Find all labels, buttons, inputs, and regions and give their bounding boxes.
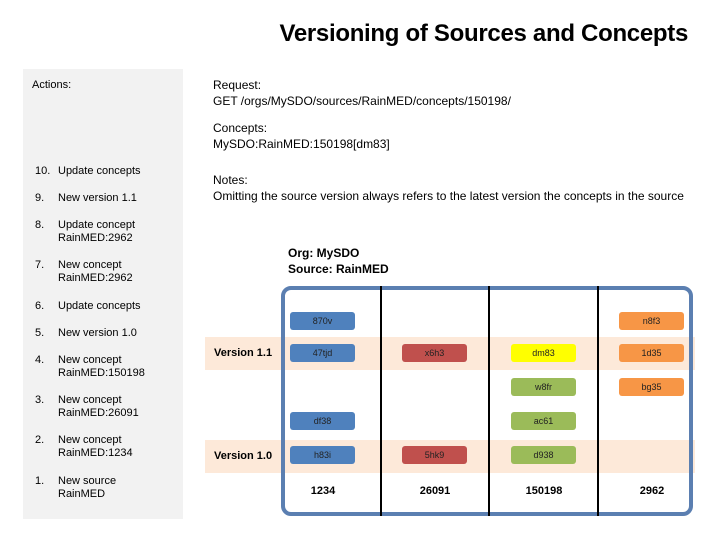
concept-version-box[interactable]: df38 bbox=[290, 412, 355, 430]
concept-id-label: 150198 bbox=[525, 485, 563, 497]
action-text: New version 1.0 bbox=[58, 327, 137, 339]
source-line: Source: RainMED bbox=[288, 262, 389, 276]
column-divider bbox=[597, 286, 599, 516]
column-divider bbox=[380, 286, 382, 516]
concept-version-box[interactable]: 47tjd bbox=[290, 344, 355, 362]
concept-version-box[interactable]: ac61 bbox=[511, 412, 576, 430]
concepts-label: Concepts: bbox=[213, 121, 268, 135]
action-text: New concept bbox=[58, 354, 122, 366]
action-number: 9. bbox=[35, 192, 45, 204]
concept-version-box[interactable]: 1d35 bbox=[619, 344, 684, 362]
concept-version-box[interactable]: 5hk9 bbox=[402, 446, 467, 464]
org-line: Org: MySDO bbox=[288, 246, 360, 260]
action-text: New concept bbox=[58, 434, 122, 446]
action-text-detail: RainMED:150198 bbox=[58, 367, 145, 379]
concept-id-label: 2962 bbox=[639, 485, 665, 497]
version-label-1-0: Version 1.0 bbox=[214, 450, 273, 462]
concepts-value: MySDO:RainMED:150198[dm83] bbox=[213, 137, 390, 151]
action-text: Update concepts bbox=[58, 165, 141, 177]
concept-version-box[interactable]: h83i bbox=[290, 446, 355, 464]
action-text-detail: RainMED:2962 bbox=[58, 272, 133, 284]
concept-version-box[interactable]: d938 bbox=[511, 446, 576, 464]
org-source-heading: Org: MySDO Source: RainMED bbox=[288, 245, 389, 277]
action-text: New source bbox=[58, 475, 117, 487]
action-number: 1. bbox=[35, 475, 45, 487]
action-text: New version 1.1 bbox=[58, 192, 137, 204]
action-number: 7. bbox=[35, 259, 45, 271]
concept-version-box[interactable]: 870v bbox=[290, 312, 355, 330]
source-frame bbox=[281, 286, 693, 516]
action-text: Update concept bbox=[58, 219, 136, 231]
request-label: Request: bbox=[213, 78, 262, 92]
actions-panel bbox=[23, 69, 183, 519]
version-label-1-1: Version 1.1 bbox=[214, 347, 273, 359]
action-number: 5. bbox=[35, 327, 45, 339]
action-number: 6. bbox=[35, 300, 45, 312]
concept-id-label: 1234 bbox=[310, 485, 336, 497]
concept-version-box[interactable]: x6h3 bbox=[402, 344, 467, 362]
concept-version-box[interactable]: w8fr bbox=[511, 378, 576, 396]
concept-version-box[interactable]: dm83 bbox=[511, 344, 576, 362]
action-text-detail: RainMED:2962 bbox=[58, 232, 133, 244]
actions-label: Actions: bbox=[32, 79, 72, 91]
notes: Notes: Omitting the source version alway… bbox=[213, 172, 693, 204]
concept-version-box[interactable]: bg35 bbox=[619, 378, 684, 396]
action-number: 3. bbox=[35, 394, 45, 406]
action-number: 2. bbox=[35, 434, 45, 446]
action-number: 4. bbox=[35, 354, 45, 366]
concept-version-box[interactable]: n8f3 bbox=[619, 312, 684, 330]
action-number: 8. bbox=[35, 219, 45, 231]
notes-label: Notes: bbox=[213, 173, 248, 187]
page-title: Versioning of Sources and Concepts bbox=[279, 20, 688, 47]
action-text: New concept bbox=[58, 259, 122, 271]
action-text-detail: RainMED:1234 bbox=[58, 447, 133, 459]
request-value: GET /orgs/MySDO/sources/RainMED/concepts… bbox=[213, 94, 511, 108]
action-text-detail: RainMED:26091 bbox=[58, 407, 139, 419]
notes-value: Omitting the source version always refer… bbox=[213, 189, 684, 203]
action-text: New concept bbox=[58, 394, 122, 406]
column-divider bbox=[488, 286, 490, 516]
action-text: Update concepts bbox=[58, 300, 141, 312]
action-text-detail: RainMED bbox=[58, 488, 106, 500]
action-number: 10. bbox=[35, 165, 51, 177]
concept-id-label: 26091 bbox=[419, 485, 451, 497]
